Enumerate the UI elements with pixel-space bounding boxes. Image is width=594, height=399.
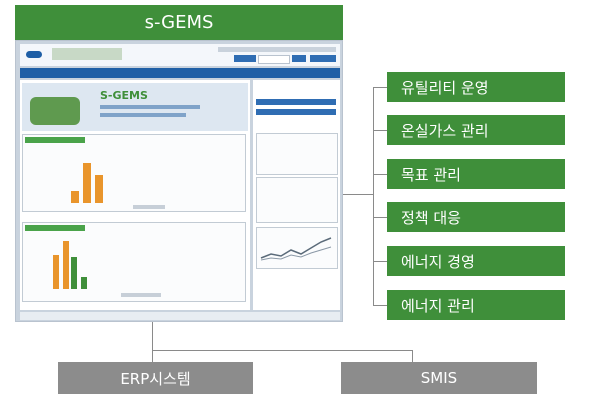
connector-line — [343, 194, 373, 195]
header-logo-block — [52, 48, 122, 60]
side-indicator — [256, 109, 336, 115]
connector-line — [152, 350, 412, 351]
sgems-logo: S-GEMS — [100, 89, 148, 102]
header-menu-button — [310, 55, 336, 62]
connector-line — [412, 350, 413, 362]
header-search-field — [258, 55, 290, 64]
chart-panel-1-tab — [25, 137, 85, 143]
connector-line — [373, 130, 387, 131]
chart-bar — [81, 277, 87, 289]
side-notice-panel — [256, 133, 338, 175]
feature-energy-operation: 에너지 경영 — [387, 246, 565, 276]
chart-bar — [95, 175, 103, 203]
side-indicator — [256, 99, 336, 105]
connector-line — [373, 261, 387, 262]
feature-label: 유틸리티 운영 — [401, 78, 489, 97]
earth-illustration-icon — [30, 97, 80, 125]
screenshot-banner: S-GEMS — [22, 83, 248, 131]
chart-bar — [83, 163, 91, 203]
feature-label: 에너지 관리 — [401, 296, 475, 315]
chart-panel-2 — [22, 222, 246, 302]
chart-panel-1 — [22, 134, 246, 212]
feature-target-management: 목표 관리 — [387, 159, 565, 189]
system-title-box: s-GEMS — [15, 5, 343, 40]
connector-line — [373, 305, 387, 306]
connector-line — [373, 87, 374, 305]
connector-line — [152, 322, 153, 350]
sgems-screenshot: S-GEMS — [15, 40, 343, 322]
screenshot-footer — [20, 312, 340, 320]
header-search-button — [292, 55, 306, 62]
chart-bar — [63, 241, 69, 289]
banner-text-line — [100, 105, 200, 109]
feature-label: 온실가스 관리 — [401, 121, 489, 140]
feature-policy-response: 정책 대응 — [387, 202, 565, 232]
side-table-panel — [256, 177, 338, 223]
chart-bar — [53, 255, 59, 289]
chart-bar — [71, 191, 79, 203]
chart-controls — [121, 293, 161, 297]
feature-ghg-management: 온실가스 관리 — [387, 115, 565, 145]
connector-line — [373, 87, 387, 88]
smis-label: SMIS — [420, 369, 458, 387]
erp-system-label: ERP시스템 — [120, 369, 191, 388]
screenshot-nav-bar — [20, 68, 340, 78]
side-line-chart-panel — [256, 227, 338, 269]
side-line-chart — [260, 237, 332, 261]
connector-line — [373, 217, 387, 218]
samsung-logo-icon — [26, 51, 42, 58]
header-select — [234, 55, 256, 62]
chart-bar — [71, 257, 77, 289]
screenshot-header — [20, 44, 340, 66]
smis-box: SMIS — [341, 362, 537, 394]
chart-controls — [133, 205, 165, 209]
feature-label: 목표 관리 — [401, 165, 461, 184]
feature-utility-operation: 유틸리티 운영 — [387, 72, 565, 102]
header-links — [218, 47, 336, 52]
banner-text-line — [100, 113, 186, 117]
chart-panel-2-tab — [25, 225, 85, 231]
feature-label: 정책 대응 — [401, 208, 461, 227]
system-title: s-GEMS — [144, 12, 214, 33]
feature-energy-management: 에너지 관리 — [387, 290, 565, 320]
connector-line — [152, 350, 153, 362]
connector-line — [373, 174, 387, 175]
feature-label: 에너지 경영 — [401, 252, 475, 271]
erp-system-box: ERP시스템 — [58, 362, 253, 394]
